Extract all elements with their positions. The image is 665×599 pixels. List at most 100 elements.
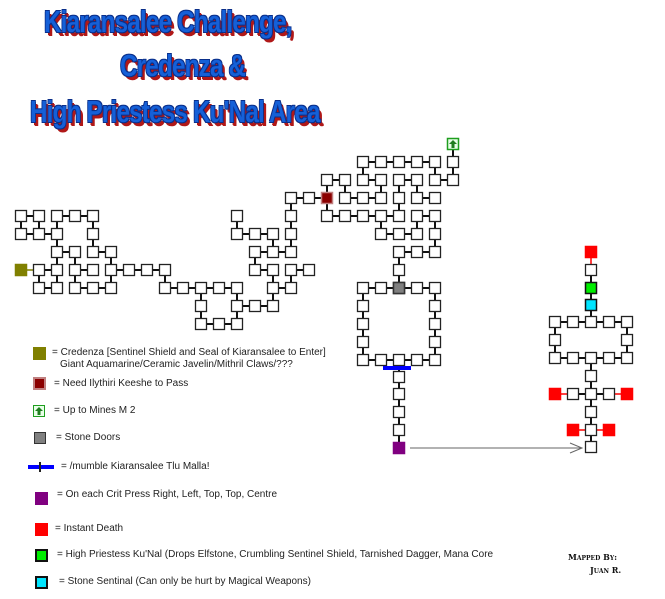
room — [32, 227, 46, 241]
instant-death-marker — [548, 387, 562, 401]
room — [602, 387, 616, 401]
room — [86, 209, 100, 223]
room — [158, 263, 172, 277]
room — [338, 209, 352, 223]
room — [212, 317, 226, 331]
gray-square-icon — [34, 432, 46, 444]
room — [548, 315, 562, 329]
room — [104, 263, 118, 277]
room — [32, 281, 46, 295]
room — [428, 281, 442, 295]
room — [230, 317, 244, 331]
room — [248, 299, 262, 313]
room — [374, 353, 388, 367]
room — [356, 209, 370, 223]
stone-door-marker — [392, 281, 406, 295]
room — [32, 209, 46, 223]
legend-credenza: = Credenza [Sentinel Shield and Seal of … — [52, 347, 326, 358]
blue-bar-icon — [28, 465, 54, 469]
room — [428, 227, 442, 241]
room — [392, 370, 406, 384]
room — [566, 387, 580, 401]
red-square-icon — [35, 523, 48, 536]
room — [356, 173, 370, 187]
instant-death-marker — [602, 423, 616, 437]
room — [410, 281, 424, 295]
room — [248, 263, 262, 277]
room — [428, 191, 442, 205]
room — [584, 423, 598, 437]
room — [374, 155, 388, 169]
room — [446, 173, 460, 187]
cyan-square-icon — [35, 576, 48, 589]
room — [392, 353, 406, 367]
room — [410, 209, 424, 223]
room — [50, 227, 64, 241]
room — [428, 353, 442, 367]
room — [266, 263, 280, 277]
room — [392, 405, 406, 419]
room — [392, 423, 406, 437]
room — [122, 263, 136, 277]
room — [584, 405, 598, 419]
room — [266, 227, 280, 241]
room — [410, 245, 424, 259]
room — [392, 263, 406, 277]
room — [428, 209, 442, 223]
room — [566, 315, 580, 329]
room — [584, 351, 598, 365]
room — [584, 440, 598, 454]
room — [284, 281, 298, 295]
credenza-marker — [14, 263, 28, 277]
room — [248, 227, 262, 241]
room — [548, 333, 562, 347]
room — [248, 245, 262, 259]
title-line-2: Credenza & — [120, 48, 246, 83]
room — [50, 263, 64, 277]
room — [14, 227, 28, 241]
room — [356, 281, 370, 295]
room — [140, 263, 154, 277]
room — [230, 281, 244, 295]
legend-need-keeshe: = Need Ilythiri Keeshe to Pass — [54, 378, 189, 389]
room — [194, 317, 208, 331]
room — [392, 227, 406, 241]
room — [356, 335, 370, 349]
room — [410, 353, 424, 367]
room — [194, 281, 208, 295]
room — [392, 191, 406, 205]
legend-up-to-mines: = Up to Mines M 2 — [54, 405, 136, 416]
room — [410, 155, 424, 169]
room — [392, 155, 406, 169]
room — [410, 227, 424, 241]
room — [356, 191, 370, 205]
legend-mumble: = /mumble Kiaransalee Tlu Malla! — [61, 461, 210, 472]
green-up-arrow-icon — [33, 405, 45, 417]
room — [86, 227, 100, 241]
room — [620, 333, 634, 347]
room — [392, 245, 406, 259]
room — [86, 263, 100, 277]
credit-line-1: Mapped By: — [568, 552, 618, 562]
room — [68, 209, 82, 223]
instant-death-marker — [566, 423, 580, 437]
room — [620, 351, 634, 365]
room — [50, 209, 64, 223]
room — [320, 173, 334, 187]
room — [14, 209, 28, 223]
high-priestess-marker — [584, 281, 598, 295]
room — [284, 191, 298, 205]
room — [32, 263, 46, 277]
room — [320, 209, 334, 223]
room — [374, 173, 388, 187]
room — [428, 299, 442, 313]
room — [446, 155, 460, 169]
room — [230, 299, 244, 313]
legend-stone-sentinal: = Stone Sentinal (Can only be hurt by Ma… — [59, 576, 311, 587]
room — [194, 299, 208, 313]
darkred-square-icon — [33, 377, 46, 390]
room — [410, 191, 424, 205]
room — [584, 315, 598, 329]
